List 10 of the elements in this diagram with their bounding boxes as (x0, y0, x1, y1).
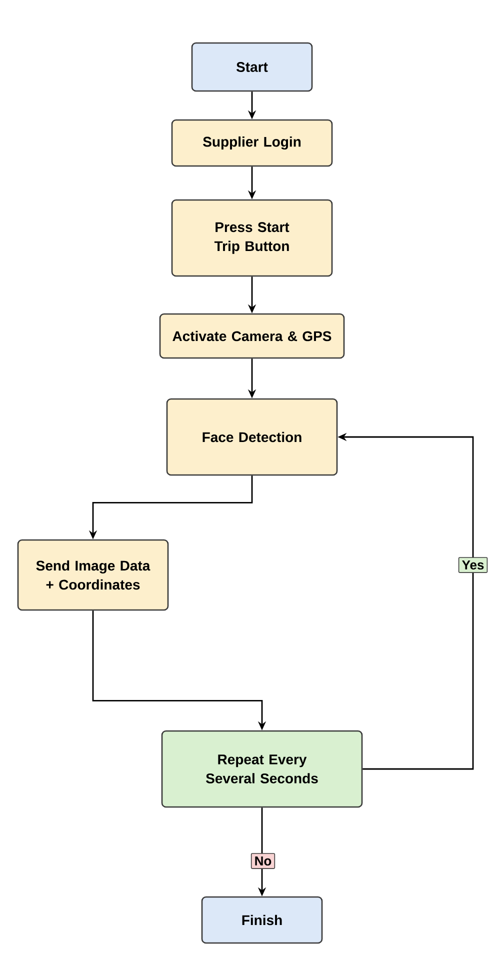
edge-label: Yes (458, 557, 488, 573)
process-box: Activate Camera & GPS (159, 313, 345, 359)
process-box: Start (191, 42, 313, 92)
process-box: Send Image Data + Coordinates (17, 539, 169, 611)
process-box: Finish (201, 896, 323, 944)
process-box: Repeat Every Several Seconds (161, 730, 363, 808)
edge-label: No (250, 853, 276, 869)
process-box: Supplier Login (171, 119, 333, 167)
process-box: Face Detection (166, 398, 338, 476)
process-box: Press Start Trip Button (171, 199, 333, 277)
